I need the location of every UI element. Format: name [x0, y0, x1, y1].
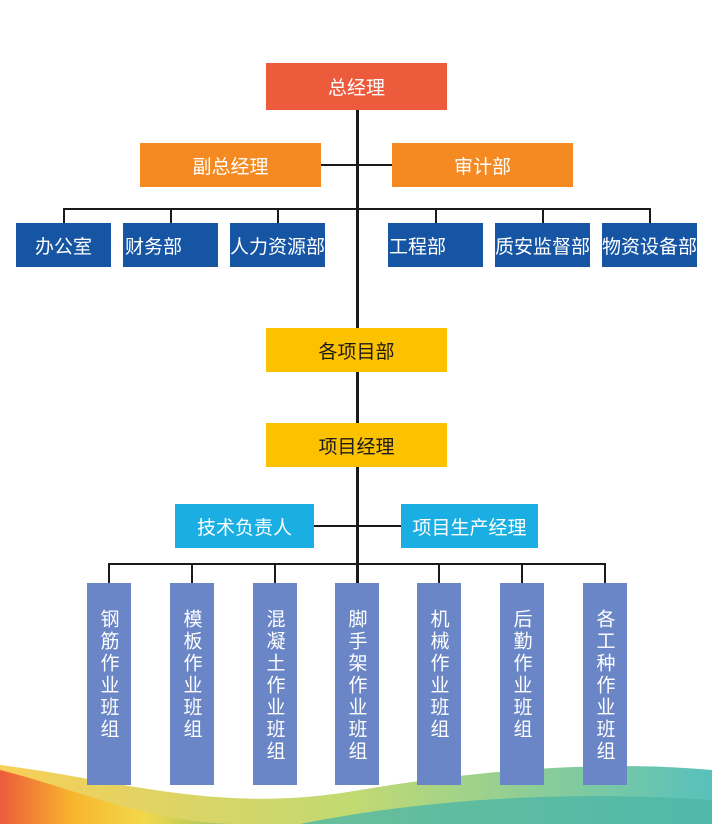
dept-drop [277, 208, 279, 223]
general-manager-box: 总经理 [266, 63, 447, 110]
team-label: 钢筋作业班组 [97, 609, 120, 741]
team-drop [191, 563, 193, 583]
production-manager-box: 项目生产经理 [401, 504, 538, 548]
team-concrete-box: 混凝土作业班组 [253, 583, 297, 785]
team-drop [438, 563, 440, 583]
dept-office-box: 办公室 [16, 223, 111, 267]
team-logistics-box: 后勤作业班组 [500, 583, 544, 785]
dept-drop [542, 208, 544, 223]
team-rebar-box: 钢筋作业班组 [87, 583, 131, 785]
team-drop [521, 563, 523, 583]
audit-dept-box: 审计部 [392, 143, 573, 187]
team-drop [274, 563, 276, 583]
team-label: 模板作业班组 [180, 609, 203, 741]
team-label: 机械作业班组 [427, 609, 450, 741]
team-formwork-box: 模板作业班组 [170, 583, 214, 785]
team-label: 后勤作业班组 [510, 609, 533, 741]
deputy-gm-box: 副总经理 [140, 143, 321, 187]
project-staff-line [314, 525, 401, 527]
team-label: 混凝土作业班组 [263, 609, 286, 763]
dept-drop [63, 208, 65, 223]
dept-drop [435, 208, 437, 223]
dept-engineering-box: 工程部 [388, 223, 483, 267]
staff-branch-line [321, 164, 393, 166]
team-machinery-box: 机械作业班组 [417, 583, 461, 785]
tech-lead-box: 技术负责人 [175, 504, 314, 548]
dept-hr-box: 人力资源部 [230, 223, 325, 267]
dept-quality-safety-box: 质安监督部 [495, 223, 590, 267]
department-bus [63, 208, 651, 210]
project-manager-box: 项目经理 [266, 423, 447, 467]
team-all-trades-box: 各工种作业班组 [583, 583, 627, 785]
team-bus [108, 563, 606, 565]
team-label: 各工种作业班组 [593, 609, 616, 763]
dept-drop [649, 208, 651, 223]
team-label: 脚手架作业班组 [345, 609, 368, 763]
team-drop [108, 563, 110, 583]
dept-materials-box: 物资设备部 [602, 223, 697, 267]
dept-drop [170, 208, 172, 223]
dept-finance-box: 财务部 [123, 223, 218, 267]
project-dept-box: 各项目部 [266, 328, 447, 372]
team-scaffold-box: 脚手架作业班组 [335, 583, 379, 785]
team-drop [604, 563, 606, 583]
